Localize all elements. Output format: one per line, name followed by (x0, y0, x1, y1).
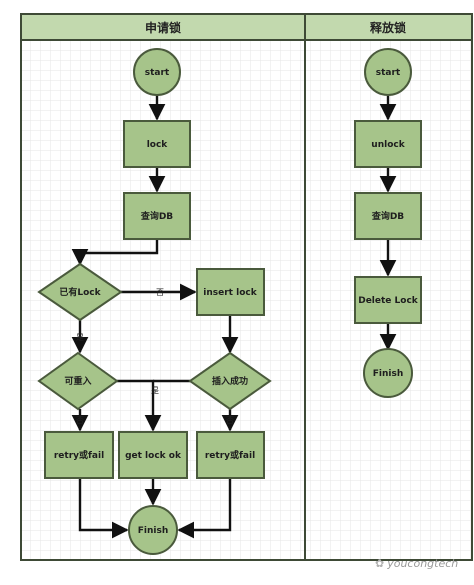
watermark-text: youcongtech (387, 557, 459, 570)
lane-header-acquire (20, 13, 306, 41)
node-unlock (354, 120, 422, 168)
node-finish-release (363, 348, 413, 398)
label-start-release: start (376, 68, 401, 78)
label-delete-lock: Delete Lock (358, 296, 419, 306)
label-insert-success: 插入成功 (212, 375, 248, 387)
node-query-db-acquire (123, 192, 191, 240)
lane-title-release: 释放锁 (370, 20, 406, 35)
node-query-db-release (354, 192, 422, 240)
edge-label-yes-haslock: 是 (76, 333, 84, 342)
edge-label-no-reentrant: 否 (76, 416, 84, 425)
label-lock: lock (147, 140, 169, 150)
connectors-acquire (71, 94, 239, 539)
edge-label-yes-reentrant: 是 (151, 386, 159, 395)
lane-title-acquire: 申请锁 (145, 20, 181, 35)
wechat-icon: ✿ (375, 557, 385, 570)
node-reentrant-decision (37, 351, 119, 411)
edge-retryright-to-finish (177, 478, 232, 539)
node-finish-acquire (128, 505, 178, 555)
swimlane-frame (20, 13, 473, 561)
label-insert-lock: insert lock (203, 288, 257, 298)
label-finish-release: Finish (373, 369, 404, 379)
edge-label-no-insert: 否 (226, 416, 234, 425)
node-has-lock-decision (37, 262, 123, 322)
node-get-lock-ok (118, 431, 188, 479)
node-retry-fail-right (196, 431, 265, 479)
node-start-release (364, 48, 412, 96)
watermark: ✿youcongtech (375, 557, 458, 570)
label-reentrant: 可重入 (64, 375, 91, 387)
node-retry-fail-left (44, 431, 114, 479)
node-insert-success-decision (188, 351, 272, 411)
node-start-acquire (133, 48, 181, 96)
edge-query-to-haslock (71, 239, 159, 266)
node-insert-lock (196, 268, 265, 316)
label-retry-fail-left: retry或fail (54, 449, 104, 461)
label-unlock: unlock (371, 140, 405, 150)
label-has-lock: 已有Lock (59, 286, 101, 298)
label-start-acquire: start (145, 68, 170, 78)
edge-label-no-haslock: 否 (156, 288, 164, 297)
node-delete-lock (354, 276, 422, 324)
label-get-lock-ok: get lock ok (125, 451, 182, 461)
label-retry-fail-right: retry或fail (205, 449, 255, 461)
label-finish-acquire: Finish (138, 526, 169, 536)
label-query-db-release: 查询DB (371, 210, 404, 222)
label-query-db-acquire: 查询DB (140, 210, 173, 222)
edge-retryleft-to-finish (78, 478, 129, 539)
lane-header-release (304, 13, 473, 41)
node-lock (123, 120, 191, 168)
